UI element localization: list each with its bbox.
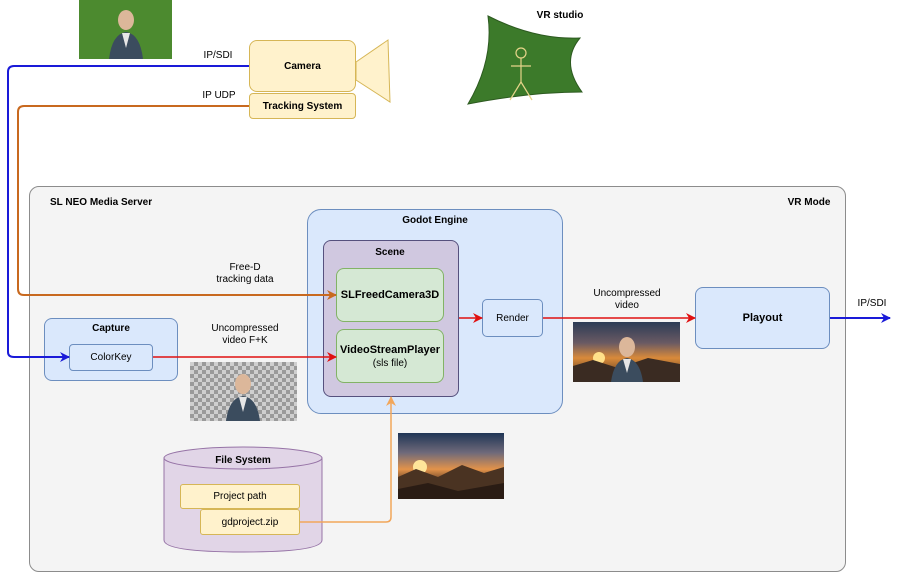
- media-server-title: SL NEO Media Server: [50, 197, 153, 208]
- green-screen-presenter-image: [79, 0, 172, 59]
- vr-mode-label: VR Mode: [787, 197, 831, 208]
- keyed-presenter-image: [190, 362, 297, 421]
- godot-engine-title: Godot Engine: [402, 215, 468, 226]
- uncompressed-video-line1: Uncompressed: [593, 288, 661, 299]
- uncompressed-fk-label: Uncompressed video F+K: [200, 323, 290, 347]
- render-node: Render: [482, 299, 543, 337]
- uncompressed-fk-line1: Uncompressed: [211, 323, 279, 334]
- sls-file-label: (sls file): [372, 357, 408, 369]
- uncompressed-fk-line2: video F+K: [222, 335, 268, 346]
- freed-label-line2: tracking data: [216, 274, 274, 285]
- tracking-system-node: Tracking System: [249, 93, 356, 119]
- videostreamplayer-label: VideoStreamPlayer: [339, 343, 441, 356]
- freed-label-line1: Free-D: [229, 262, 261, 273]
- ip-sdi-input-label: IP/SDI: [203, 50, 233, 61]
- landscape-background-image: [398, 433, 504, 499]
- scene-title: Scene: [375, 247, 405, 258]
- landscape-icon: [398, 460, 504, 499]
- capture-title: Capture: [92, 323, 130, 334]
- presenter-icon: [79, 0, 172, 59]
- colorkey-node: ColorKey: [69, 344, 153, 371]
- composited-presenter-icon: [573, 337, 680, 382]
- vr-studio-title: VR studio: [536, 10, 584, 21]
- project-path-node: Project path: [180, 484, 300, 509]
- videostreamplayer-node: VideoStreamPlayer (sls file): [336, 329, 444, 383]
- playout-node: Playout: [695, 287, 830, 349]
- uncompressed-video-label: Uncompressed video: [582, 288, 672, 312]
- keyed-presenter-icon: [226, 374, 260, 421]
- composited-output-image: [573, 322, 680, 382]
- gdproject-zip-node: gdproject.zip: [200, 509, 300, 535]
- file-system-title: File System: [215, 455, 271, 466]
- uncompressed-video-line2: video: [615, 300, 639, 311]
- ip-sdi-output-label: IP/SDI: [857, 298, 887, 309]
- slfreedcamera3d-node: SLFreedCamera3D: [336, 268, 444, 322]
- freed-tracking-label: Free-D tracking data: [200, 262, 290, 286]
- ip-udp-label: IP UDP: [202, 90, 236, 101]
- camera-node: Camera: [249, 40, 356, 92]
